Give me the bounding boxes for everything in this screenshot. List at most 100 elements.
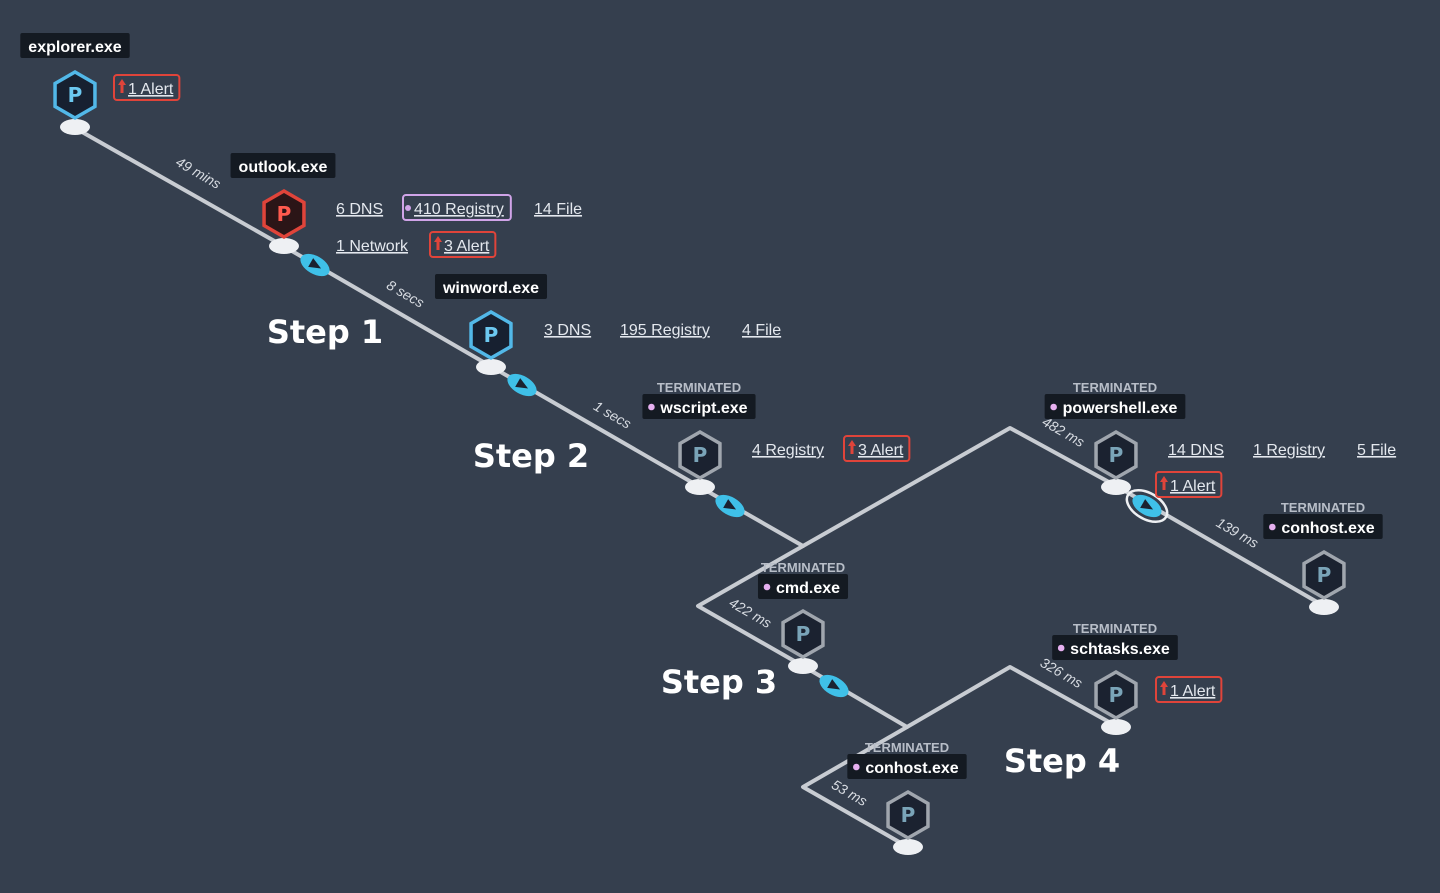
node-base	[1309, 599, 1339, 615]
event-link-registry[interactable]: 410 Registry	[402, 194, 512, 221]
event-link-alert[interactable]: 3 Alert	[429, 231, 497, 258]
tree-edge	[801, 664, 1120, 729]
play-arrow-icon	[308, 258, 322, 269]
tree-edge	[73, 126, 287, 249]
alert-arrow-icon	[118, 79, 126, 85]
terminated-badge: TERMINATED	[761, 560, 845, 575]
event-link-text[interactable]: 1 Alert	[1170, 478, 1216, 495]
event-link-alert[interactable]: 3 Alert	[843, 435, 911, 462]
step-label-1: Step 1	[267, 313, 383, 351]
registry-dot-icon	[405, 205, 411, 211]
expand-arrow-button[interactable]	[504, 369, 541, 401]
process-label-bg	[1044, 394, 1186, 419]
process-name[interactable]: wscript.exe	[659, 400, 747, 417]
event-link-text[interactable]: 14 DNS	[1168, 442, 1224, 459]
status-dot-icon	[1050, 403, 1057, 411]
play-arrow-icon	[827, 679, 841, 690]
process-name[interactable]: outlook.exe	[239, 159, 328, 176]
process-name[interactable]: cmd.exe	[776, 580, 840, 597]
step-label-3: Step 3	[661, 663, 777, 701]
process-label-bg	[20, 33, 130, 58]
tree-edge	[801, 725, 910, 849]
node-base	[1101, 479, 1131, 495]
event-link-alert[interactable]: 1 Alert	[1155, 471, 1223, 498]
status-dot-icon	[853, 763, 860, 771]
event-link-plain[interactable]: 14 File	[534, 201, 582, 218]
event-link-text[interactable]: 3 Alert	[444, 238, 490, 255]
event-link-text[interactable]: 195 Registry	[620, 322, 710, 339]
status-dot-icon	[648, 403, 655, 411]
event-link-text[interactable]: 14 File	[534, 201, 582, 218]
node-type-letter: P	[901, 803, 916, 827]
event-link-text[interactable]: 3 Alert	[858, 442, 904, 459]
process-label-bg	[847, 754, 967, 779]
event-link-alert[interactable]: 1 Alert	[1155, 676, 1223, 703]
duration-label: 8 secs	[384, 277, 427, 311]
alert-arrow-icon	[434, 236, 442, 242]
play-arrow-icon	[1140, 499, 1154, 510]
node-type-letter: P	[484, 323, 499, 347]
process-label-bg	[1052, 635, 1178, 660]
alert-arrow-icon	[1160, 681, 1168, 687]
node-type-letter: P	[277, 202, 292, 226]
event-link-plain[interactable]: 4 Registry	[752, 442, 824, 459]
status-dot-icon	[1057, 644, 1065, 652]
event-link-plain[interactable]: 3 DNS	[544, 322, 591, 339]
alert-arrow-icon	[848, 440, 856, 446]
event-link-text[interactable]: 1 Network	[336, 238, 409, 255]
event-link-plain[interactable]: 195 Registry	[620, 322, 710, 339]
expand-arrow-button[interactable]	[297, 249, 334, 281]
event-link-text[interactable]: 4 Registry	[752, 442, 824, 459]
node-base	[893, 839, 923, 855]
process-name[interactable]: schtasks.exe	[1070, 641, 1170, 658]
play-arrow-icon	[515, 378, 529, 389]
process-name[interactable]: powershell.exe	[1063, 400, 1178, 417]
expand-arrow-button[interactable]	[816, 670, 853, 702]
expand-arrow-button[interactable]	[1121, 484, 1172, 529]
node-base	[1101, 719, 1131, 735]
node-type-letter: P	[693, 443, 708, 467]
event-link-plain[interactable]: 14 DNS	[1168, 442, 1224, 459]
node-type-letter: P	[1317, 563, 1332, 587]
event-link-text[interactable]: 3 DNS	[544, 322, 591, 339]
event-link-text[interactable]: 1 Alert	[128, 81, 174, 98]
process-label-bg	[1263, 514, 1383, 539]
terminated-badge: TERMINATED	[1073, 380, 1157, 395]
event-link-text[interactable]: 1 Alert	[1170, 683, 1216, 700]
event-link-plain[interactable]: 6 DNS	[336, 201, 383, 218]
step-label-4: Step 4	[1004, 742, 1120, 780]
event-link-text[interactable]: 1 Registry	[1253, 442, 1325, 459]
event-link-plain[interactable]: 1 Registry	[1253, 442, 1325, 459]
terminated-badge: TERMINATED	[657, 380, 741, 395]
node-base	[60, 119, 90, 135]
node-type-letter: P	[796, 622, 811, 646]
process-name[interactable]: conhost.exe	[865, 760, 958, 777]
event-link-plain[interactable]: 4 File	[742, 322, 781, 339]
expand-arrow-button[interactable]	[712, 490, 749, 522]
process-name[interactable]: explorer.exe	[28, 39, 122, 56]
play-arrow-icon	[723, 499, 737, 510]
event-link-plain[interactable]: 5 File	[1357, 442, 1396, 459]
status-dot-icon	[1269, 523, 1276, 531]
node-type-letter: P	[1109, 683, 1124, 707]
process-name[interactable]: conhost.exe	[1281, 520, 1374, 537]
event-link-text[interactable]: 6 DNS	[336, 201, 383, 218]
step-label-2: Step 2	[473, 437, 589, 475]
tree-edge	[698, 426, 1120, 548]
event-link-plain[interactable]: 1 Network	[336, 238, 409, 255]
process-name[interactable]: winword.exe	[442, 280, 539, 297]
event-link-text[interactable]: 5 File	[1357, 442, 1396, 459]
event-link-text[interactable]: 410 Registry	[414, 201, 504, 218]
event-link-alert[interactable]: 1 Alert	[113, 74, 181, 101]
event-link-text[interactable]: 4 File	[742, 322, 781, 339]
